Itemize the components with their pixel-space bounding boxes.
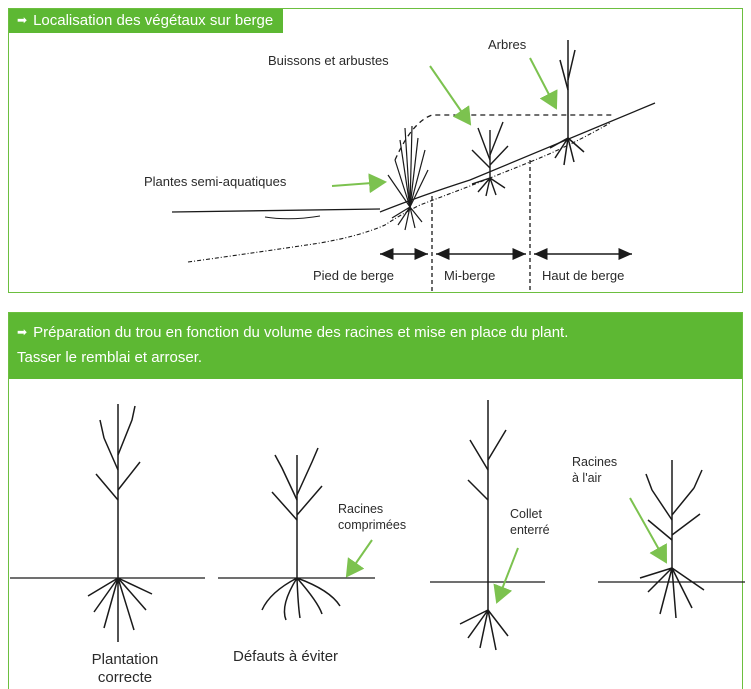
label-mid-bank: Mi-berge	[444, 268, 495, 283]
label-semi-aquatic: Plantes semi-aquatiques	[144, 174, 286, 189]
label-buried-collar: Collet enterré	[510, 506, 550, 538]
label-defects: Défauts à éviter	[233, 648, 338, 666]
correct-plant	[88, 404, 152, 642]
air-roots-plant	[640, 460, 704, 618]
semi-aquatic-plant	[388, 126, 428, 230]
label-bank-foot: Pied de berge	[313, 268, 394, 283]
green-pointers-bank	[332, 58, 556, 186]
compressed-roots-plant	[262, 448, 340, 620]
label-bank-top: Haut de berge	[542, 268, 624, 283]
shrub	[472, 122, 508, 196]
label-correct-planting: Plantation correcte	[70, 651, 180, 687]
label-air-roots: Racines à l'air	[572, 454, 617, 486]
label-shrubs: Buissons et arbustes	[268, 53, 389, 68]
label-compressed-roots: Racines comprimées	[338, 501, 406, 533]
tree	[550, 40, 584, 165]
label-trees: Arbres	[488, 37, 526, 52]
buried-collar-plant	[460, 400, 508, 650]
bank-slope	[172, 103, 655, 292]
